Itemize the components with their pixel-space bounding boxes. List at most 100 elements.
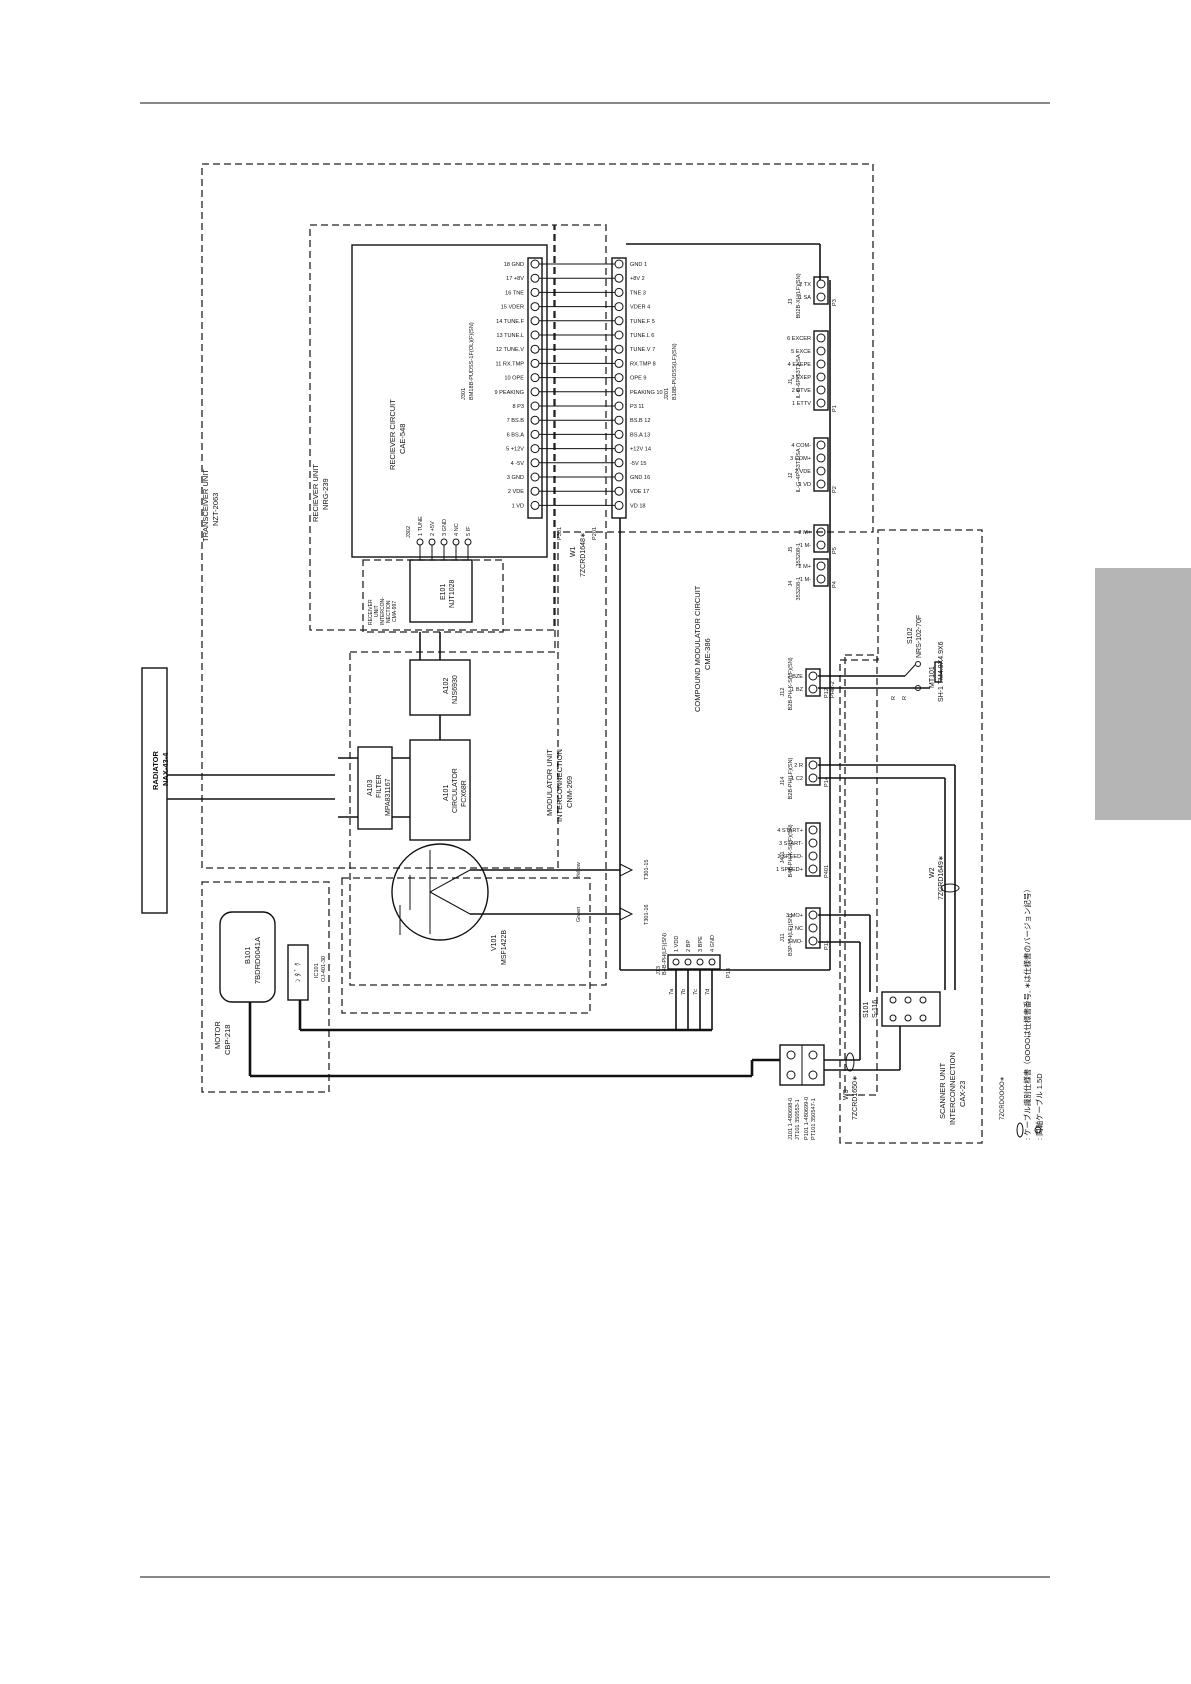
b101-motor <box>219 911 276 1003</box>
j13-plug: P13 <box>726 968 732 978</box>
j201-pin-circle <box>614 401 624 411</box>
s102-model: NRS-102-70F <box>916 615 923 658</box>
v101-magnetron <box>391 843 489 941</box>
j3-pin-label: 1 SA <box>799 295 811 301</box>
side-tab <box>1095 568 1191 820</box>
j11-pin-label: 2 NC <box>790 926 803 932</box>
j1-pin <box>816 385 826 395</box>
j201-pin-label: +12V 14 <box>630 447 651 453</box>
j301-pin-label: 15 VDER <box>501 305 524 311</box>
j301-pin-circle <box>530 401 540 411</box>
j301-pin-circle <box>530 287 540 297</box>
j14-type: B2B-PH(LF)(SN) <box>788 757 794 799</box>
p301-label: P301 <box>557 527 563 540</box>
j5-ref: J5 <box>788 547 794 553</box>
j3-pin-label: 2 TX <box>799 282 811 288</box>
j301-pin-label: 10 OPE <box>504 376 524 382</box>
j302-ref: J302 <box>406 526 412 538</box>
j3-pin <box>816 292 826 302</box>
j101-l2: JT101 350553-1 <box>795 1099 801 1140</box>
scanner-line2: INTERCONNECTION <box>948 1052 957 1125</box>
j13-wire-1: 7a <box>669 988 675 995</box>
inner-cme-boundary <box>341 877 591 1014</box>
s101-model: S-116 <box>872 1000 879 1018</box>
s102-ref: S102 <box>907 628 914 644</box>
j12-ref: J12 <box>780 687 786 696</box>
j201-pin-circle <box>614 373 624 383</box>
v101-lead-green: Green <box>576 907 582 922</box>
j302-connector <box>416 538 472 560</box>
j401-pin-label: 4 START+ <box>777 828 803 834</box>
j1-pin-label: 5 EXCE <box>791 349 811 355</box>
j4-connector <box>813 558 829 587</box>
receiver-circuit-title: RECIEVER CIRCUIT <box>388 399 397 470</box>
j1-plug: P1 <box>832 405 838 412</box>
j2-pin-label: 3 COM+ <box>790 456 811 462</box>
motor-model: CBP-218 <box>223 1025 232 1055</box>
receiver-circuit-box <box>351 244 548 558</box>
j1-pin-label: 2 ETVE <box>792 388 812 394</box>
j201-pin-circle <box>614 415 624 425</box>
j1-type: IL-G-6P-S3T2-SA <box>796 354 802 398</box>
j201-pin-circle <box>614 316 624 326</box>
p201-label: P201 <box>592 527 598 540</box>
e101-ref: E101 <box>440 584 447 600</box>
j301-pin-label: 3 GND <box>507 475 524 481</box>
j101-l3: P101 1-480699-0 <box>804 1097 810 1140</box>
ic101-model: OJ-401-30 <box>321 956 327 982</box>
receiver-unit-title: RECIEVER UNIT <box>311 464 320 522</box>
j3-type: B02B-XH(LF)(SN) <box>796 273 802 318</box>
j301-pin-label: 8 P3 <box>512 404 524 410</box>
j301-type: BM18B-PUDSS-1F(OL)(F)(SN) <box>469 322 475 400</box>
j302-pin-5: 5 IF <box>466 526 472 536</box>
j12-plug-note: PHR-2 <box>830 681 836 698</box>
j301-pin-circle <box>530 486 540 496</box>
a101-ref: A101 <box>443 785 450 801</box>
s101-switch <box>881 991 941 1027</box>
j201-pin-label: BS.B 12 <box>630 418 651 424</box>
j12-plug: P12 <box>824 688 830 698</box>
j4-plug: P4 <box>832 581 838 588</box>
transceiver-title: TRANSCEIVER UNIT <box>201 469 210 542</box>
j13-ref: J13 <box>656 966 662 975</box>
w3-cable: 7ZCRD1650∗ <box>852 1075 859 1120</box>
j301-pin-circle <box>530 316 540 326</box>
j201-pin-circle <box>614 287 624 297</box>
j301-pin-label: 5 +12V <box>506 447 524 453</box>
j14-pin <box>808 760 818 770</box>
j301-pin-label: 6 BS.A <box>507 432 525 438</box>
j201-strip <box>611 257 627 519</box>
j3-plug: P3 <box>832 299 838 306</box>
v101-term1: T301-15 <box>644 860 650 881</box>
j201-pin-circle <box>614 500 624 510</box>
w2-ref: W2 <box>929 867 936 878</box>
j201-pin-circle <box>614 387 624 397</box>
j301-pin-label: 12 TUNE.V <box>496 347 524 353</box>
j5-pin-label: 2 M+ <box>798 530 811 536</box>
j401-pin <box>808 851 818 861</box>
j201-pin-circle <box>614 330 624 340</box>
j11-plug: P11 <box>824 940 830 950</box>
j302-pin-1: 1 TUNE <box>418 516 424 536</box>
rx-intercon-3: INTERCON- <box>380 597 386 625</box>
j1-pin <box>816 359 826 369</box>
j1-pin-label: 4 EXEPE <box>788 362 812 368</box>
a101-name: CIRCULATOR <box>452 768 459 813</box>
j3-ref: J3 <box>788 299 794 305</box>
j201-pin-circle <box>614 486 624 496</box>
j11-pin-label: 1 MO- <box>787 939 803 945</box>
j301-pin-label: 7 BS.B <box>507 418 525 424</box>
s101-ref: S101 <box>863 1002 870 1018</box>
j3-connector <box>813 276 829 305</box>
j2-type: IL-G-4P-S3T2-SA <box>796 448 802 492</box>
j5-plug: P5 <box>832 547 838 554</box>
modulator-unit-boundary <box>349 224 607 986</box>
compound-modulator-model: CME-386 <box>703 638 712 670</box>
j301-pin-label: 1 VD <box>512 503 524 509</box>
j201-pin-circle <box>614 302 624 312</box>
j11-ref: J11 <box>780 933 786 942</box>
j201-type: B18B-PUDSS(LF)(SN) <box>672 343 678 400</box>
j3-pin <box>816 279 826 289</box>
b101-ref: B101 <box>243 946 252 964</box>
j301-pin-label: 9 PEAKING <box>494 390 524 396</box>
